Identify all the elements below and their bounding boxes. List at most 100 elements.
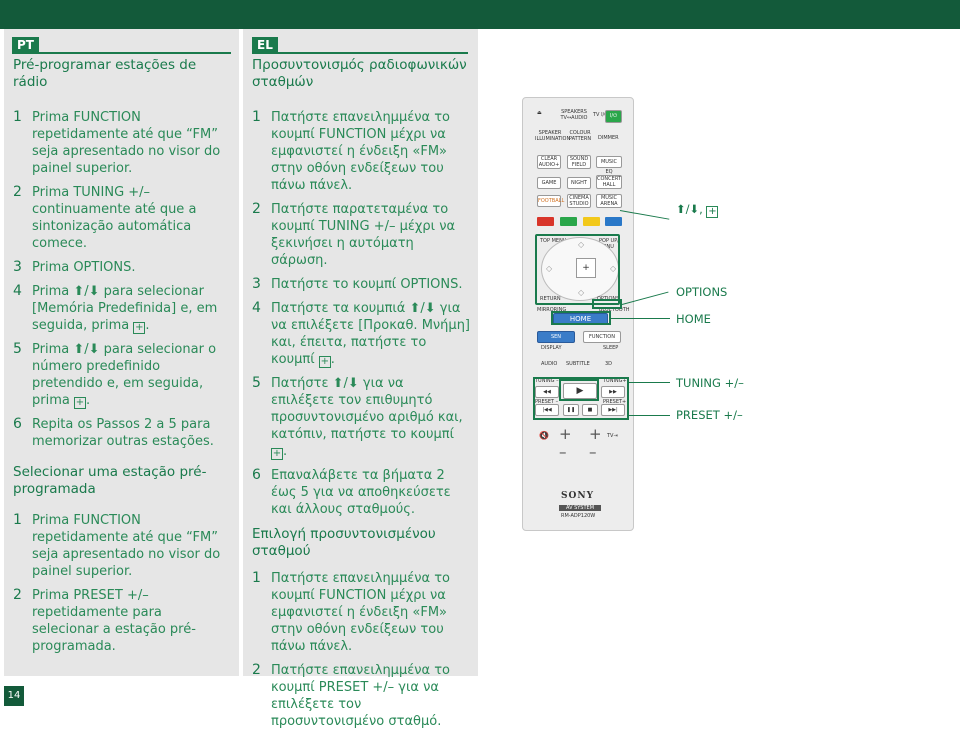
tv-input-label: TV⇥ <box>607 433 618 439</box>
volume-up-button[interactable]: + <box>559 425 572 443</box>
step-number: 2 <box>252 662 261 678</box>
step-text: Πατήστε τα κουμπιά ⬆/⬇ για να επιλέξετε … <box>271 301 470 368</box>
3d-label: 3D <box>605 361 613 367</box>
step-text-body: Πατήστε το κουμπί OPTIONS. <box>271 277 463 292</box>
step-number: 1 <box>252 570 261 586</box>
step-text-body: Πατήστε επανειλημμένα το κουμπί FUNCTION… <box>271 110 450 193</box>
yellow-button[interactable] <box>583 217 600 226</box>
fast-forward-button[interactable]: ▶▶ <box>601 386 625 398</box>
step-number: 2 <box>252 201 261 217</box>
blue-button[interactable] <box>605 217 622 226</box>
enter-key-icon: + <box>133 322 146 334</box>
step-text-body: Πατήστε παρατεταμένα το κουμπί TUNING +/… <box>271 202 456 268</box>
tv-volume-down-button[interactable]: – <box>589 443 597 461</box>
el-section2-title: Επιλογή προσυντονισμένου σταθμού <box>252 526 436 559</box>
el-section-title: Προσυντονισμός ραδιοφωνικών σταθμών <box>252 57 467 90</box>
step-item: 3 Prima OPTIONS. <box>13 259 231 276</box>
sen-button[interactable]: SEN <box>537 331 575 343</box>
step-text: Prima FUNCTION repetidamente até que “FM… <box>32 512 231 580</box>
page-number: 14 <box>4 686 24 706</box>
step-text-body: Prima PRESET +/– repetidamente para sele… <box>32 588 196 654</box>
enter-key-icon: + <box>706 206 719 218</box>
av-system-label: AV SYSTEM <box>559 505 601 511</box>
pause-button[interactable]: ❚❚ <box>563 404 579 416</box>
tv-volume-up-button[interactable]: + <box>589 425 602 443</box>
step-number: 3 <box>252 276 261 292</box>
music-arena-button[interactable]: MUSIC ARENA <box>596 194 622 208</box>
sound-field-button[interactable]: SOUND FIELD <box>567 155 591 169</box>
clear-audio-button[interactable]: CLEAR AUDIO+ <box>537 155 561 169</box>
step-text: Prima OPTIONS. <box>32 259 231 276</box>
right-arrow-icon: ◇ <box>610 264 617 273</box>
step-text-body: Prima FUNCTION repetidamente até que “FM… <box>32 110 221 176</box>
mute-icon: 🔇 <box>539 431 549 440</box>
subtitle-label: SUBTITLE <box>566 361 590 367</box>
preset-callout: PRESET +/– <box>676 408 743 422</box>
pt-section2-title: Selecionar uma estação pré-programada <box>13 464 207 497</box>
left-arrow-icon: ◇ <box>546 264 553 273</box>
step-text-body: Prima ⬆/⬇ para selecionar [Memória Prede… <box>32 284 218 333</box>
options-highlight <box>592 299 622 309</box>
options-callout: OPTIONS <box>676 285 728 299</box>
return-label: RETURN <box>540 296 561 302</box>
concert-hall-button[interactable]: CONCERT HALL <box>596 175 622 189</box>
home-highlight <box>551 311 611 325</box>
play-button[interactable]: ▶ <box>563 383 597 399</box>
power-button[interactable]: I/⏻ <box>605 110 622 123</box>
step-text: Repita os Passos 2 a 5 para memorizar ou… <box>32 416 231 450</box>
step-text-body: Πατήστε ⬆/⬇ για να επιλέξετε τον επιθυμη… <box>271 376 463 442</box>
preset-callout-line <box>629 415 670 416</box>
remote-control: ⏏ SPEAKERS TV↔AUDIO TV I/⏻ I/⏻ SPEAKER I… <box>522 97 634 531</box>
home-callout-line <box>611 318 670 319</box>
green-button[interactable] <box>560 217 577 226</box>
next-button[interactable]: ▶▶| <box>601 404 625 416</box>
rewind-button[interactable]: ◀◀ <box>535 386 559 398</box>
directional-pad[interactable]: ◇ ◇ ◇ ◇ + <box>541 237 619 301</box>
music-eq-button[interactable]: MUSIC EQ <box>596 156 622 175</box>
eject-icon: ⏏ <box>537 110 542 116</box>
mirroring-label: MIRRORING <box>537 307 567 313</box>
stop-button[interactable]: ■ <box>582 404 598 416</box>
step-number: 5 <box>252 375 261 391</box>
game-button[interactable]: GAME <box>537 177 561 189</box>
audio-label: AUDIO <box>541 361 558 367</box>
previous-button[interactable]: |◀◀ <box>535 404 559 416</box>
football-button[interactable]: FOOTBALL <box>537 195 564 207</box>
enter-key-icon: + <box>271 448 283 460</box>
red-button[interactable] <box>537 217 554 226</box>
display-label: DISPLAY <box>541 345 562 351</box>
step-number: 6 <box>252 467 261 483</box>
step-item: 2 Prima PRESET +/– repetidamente para sel… <box>13 587 231 655</box>
cinema-studio-button[interactable]: CINEMA STUDIO <box>567 194 591 208</box>
volume-down-button[interactable]: – <box>559 443 567 461</box>
function-button[interactable]: FUNCTION <box>583 331 621 343</box>
enter-key-icon: + <box>73 397 86 409</box>
step-text-body: Πατήστε τα κουμπιά ⬆/⬇ για να επιλέξετε … <box>271 301 470 367</box>
preset-plus-label: PRESET+ <box>603 399 627 405</box>
step-text: Πατήστε το κουμπί OPTIONS. <box>271 276 470 293</box>
step-text-body: Prima TUNING +/– continuamente até que a… <box>32 185 197 251</box>
step-text: Prima ⬆/⬇ para selecionar [Memória Prede… <box>32 284 218 334</box>
enter-button[interactable]: + <box>576 258 596 278</box>
step-text: Prima PRESET +/– repetidamente para sele… <box>32 587 231 655</box>
step-number: 3 <box>13 259 22 275</box>
sony-logo: SONY <box>561 491 594 501</box>
step-text-body: Prima ⬆/⬇ para selecionar o número prede… <box>32 342 217 408</box>
speakers-label: SPEAKERS TV↔AUDIO <box>560 109 588 121</box>
step-number: 4 <box>13 283 22 299</box>
preset-minus-label: PRESET – <box>535 399 559 405</box>
pt-section-title: Pré-programar estações de rádio <box>13 57 197 90</box>
step-item: 2 Πατήστε παρατεταμένα το κουμπί TUNING +… <box>252 201 470 269</box>
step-text: Πατήστε επανειλημμένα το κουμπί FUNCTION… <box>271 109 470 194</box>
play-highlight <box>559 379 599 401</box>
bluetooth-label: BLUETOOTH <box>599 307 630 313</box>
step-number: 2 <box>13 587 22 603</box>
night-button[interactable]: NIGHT <box>567 177 591 189</box>
